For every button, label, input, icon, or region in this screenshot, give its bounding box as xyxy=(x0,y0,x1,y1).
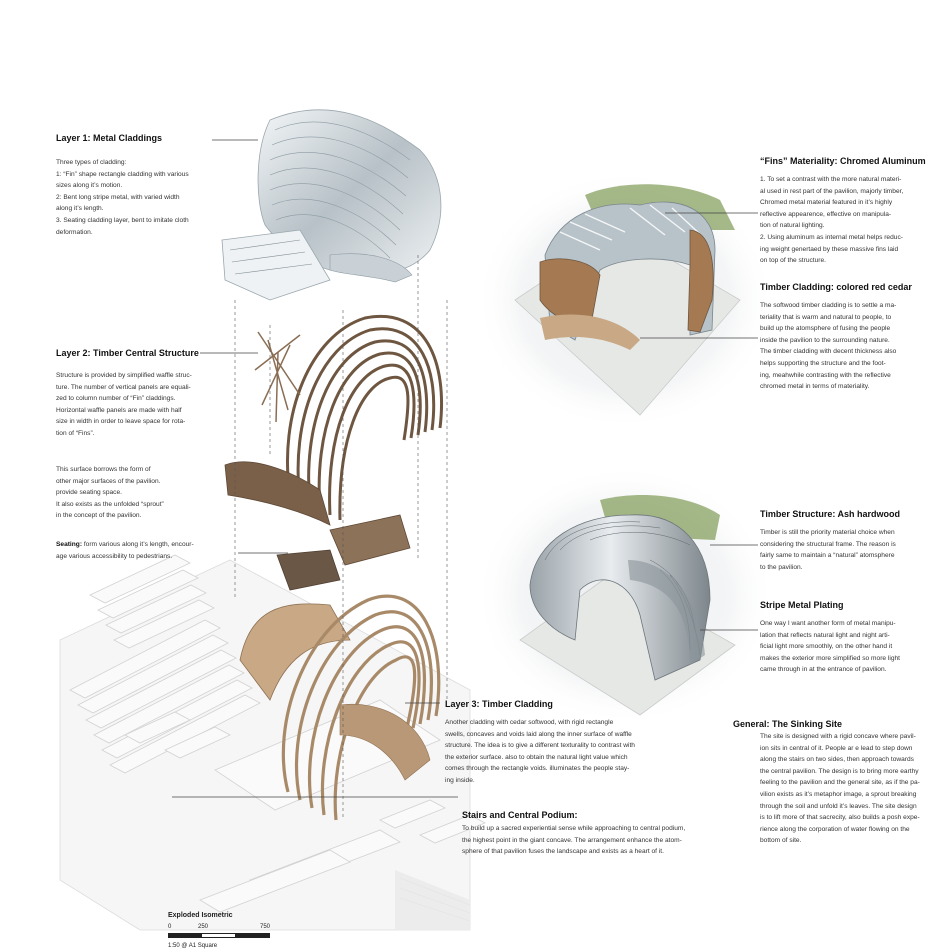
ash-description: Timber is still the priority material ch… xyxy=(760,529,896,571)
scale-tick-250: 250 xyxy=(198,924,209,930)
pavilion-render-bottom xyxy=(475,465,775,725)
stripe-block: Stripe Metal Plating One way I want anot… xyxy=(760,600,935,676)
layer1-metal-cladding-drawing xyxy=(221,109,442,301)
cedar-description: The softwood timber cladding is to settl… xyxy=(760,302,897,391)
layer2-description: Structure is provided by simplified waff… xyxy=(56,372,192,437)
scale-bar: Exploded Isometric 0 250 750 1:50 @ A1 S… xyxy=(168,912,278,949)
surface-block: This surface borrows the form of other m… xyxy=(56,464,226,522)
general-block: General: The Sinking Site The site is de… xyxy=(733,719,933,847)
pavilion-render-top xyxy=(475,170,775,430)
layer3-title: Layer 3: Timber Cladding xyxy=(445,699,553,709)
surface-description: This surface borrows the form of other m… xyxy=(56,466,164,520)
stripe-description: One way I want another form of metal man… xyxy=(760,620,900,674)
cedar-title: Timber Cladding: colored red cedar xyxy=(760,282,912,292)
stairs-block: Stairs and Central Podium: To build up a… xyxy=(462,810,722,858)
layer1-title: Layer 1: Metal Claddings xyxy=(56,133,163,143)
fins-title: “Fins” Materiality: Chromed Aluminum xyxy=(760,156,926,166)
sinking-site-drawing xyxy=(59,554,486,931)
scale-bar-graphic xyxy=(168,933,270,938)
scale-ratio: 1:50 @ A1 Square xyxy=(168,943,218,949)
stairs-title: Stairs and Central Podium: xyxy=(462,810,578,820)
cedar-block: Timber Cladding: colored red cedar The s… xyxy=(760,282,935,393)
seating-block: Seating: form various along it’s length,… xyxy=(56,541,194,560)
layer2-title: Layer 2: Timber Central Structure xyxy=(56,348,199,358)
layer2-block: Layer 2: Timber Central Structure Struct… xyxy=(56,348,226,440)
layer3-description: Another cladding with cedar softwood, wi… xyxy=(445,719,635,784)
fins-description: 1. To set a contrast with the more natur… xyxy=(760,176,904,265)
leader-lines xyxy=(172,139,758,798)
scale-tick-750: 750 xyxy=(260,924,271,930)
layer2-timber-structure-drawing xyxy=(224,314,444,566)
fins-block: “Fins” Materiality: Chromed Aluminum 1. … xyxy=(760,156,935,267)
ash-title: Timber Structure: Ash hardwood xyxy=(760,509,901,519)
ash-block: Timber Structure: Ash hardwood Timber is… xyxy=(760,509,935,573)
seating-drawing xyxy=(276,549,341,591)
layer3-block: Layer 3: Timber Cladding Another claddin… xyxy=(445,699,675,787)
stripe-title: Stripe Metal Plating xyxy=(760,600,844,610)
layer1-block: Layer 1: Metal Claddings Three types of … xyxy=(56,133,226,238)
layer1-description: Three types of cladding: 1: “Fin” shape … xyxy=(56,159,189,236)
general-title: General: The Sinking Site xyxy=(733,719,843,729)
layer3-timber-cladding-drawing xyxy=(239,594,441,821)
scale-title: Exploded Isometric xyxy=(168,912,233,919)
stairs-description: To build up a sacred experiential sense … xyxy=(462,825,686,856)
scale-tick-0: 0 xyxy=(168,924,172,930)
general-description: The site is designed with a rigid concav… xyxy=(760,733,920,845)
alignment-lines xyxy=(234,255,448,820)
seating-label: Seating: xyxy=(56,541,83,548)
